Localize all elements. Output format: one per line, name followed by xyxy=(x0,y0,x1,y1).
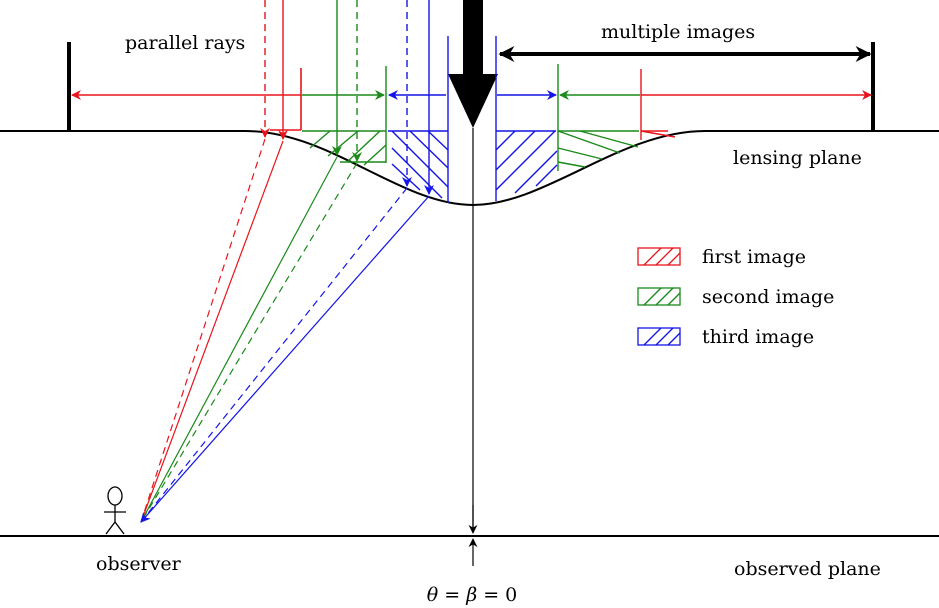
legend: first image second image third image xyxy=(637,246,834,348)
legend-item-first-image: first image xyxy=(637,246,806,268)
eq-beta: β xyxy=(465,584,477,606)
observer-icon xyxy=(104,486,126,535)
observed-plane-label: observed plane xyxy=(734,558,881,580)
deflected-rays xyxy=(140,138,430,523)
legend-item-third-image: third image xyxy=(637,326,814,348)
incoming-rays xyxy=(260,0,434,195)
green-hatch-left xyxy=(302,66,387,166)
legend-swatch-third xyxy=(637,327,681,346)
legend-swatch-first xyxy=(637,247,681,266)
lens-central-arrow xyxy=(448,0,498,128)
origin-equation: θ = β = 0 xyxy=(427,584,518,606)
red-hatch-right xyxy=(640,69,676,140)
legend-label-second: second image xyxy=(702,286,834,308)
green-hatch-right xyxy=(557,64,639,171)
blue-hatch-left xyxy=(388,36,449,203)
eq-sep-2: = 0 xyxy=(477,584,517,606)
lensing-plane-label: lensing plane xyxy=(733,147,862,169)
legend-swatch-second xyxy=(637,287,681,306)
multiple-images-label: multiple images xyxy=(601,21,755,43)
legend-item-second-image: second image xyxy=(637,286,834,308)
blue-hatch-right xyxy=(495,36,558,201)
legend-label-third: third image xyxy=(702,326,814,348)
eq-sep-1: = xyxy=(438,584,466,606)
eq-theta: θ xyxy=(427,584,439,606)
legend-label-first: first image xyxy=(702,246,806,268)
parallel-rays-label: parallel rays xyxy=(125,32,245,54)
observer-label: observer xyxy=(96,553,182,575)
